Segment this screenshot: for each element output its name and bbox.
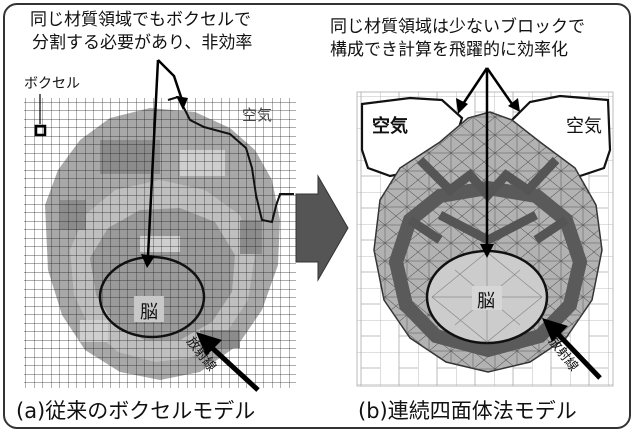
voxel-marker — [34, 124, 47, 137]
voxel-model — [24, 59, 296, 392]
air-profile-left — [167, 95, 294, 224]
brain-label-right: 脳 — [477, 291, 495, 312]
tetra-model — [356, 67, 614, 387]
left-arrowhead-brain — [141, 254, 155, 268]
right-arrowhead-air-right — [508, 98, 520, 112]
right-arrowhead-air-left — [456, 98, 468, 114]
brain-label-bg-right — [472, 286, 502, 310]
left-arrowhead-air — [176, 96, 188, 110]
right-arrowhead-brain — [480, 244, 494, 258]
brain-label-bg-left — [134, 296, 164, 322]
brain-label-left: 脳 — [140, 302, 158, 323]
radiation-arrow-right — [554, 330, 602, 380]
transition-arrow — [295, 174, 349, 282]
right-note-line2: 構成でき計算を飛躍的に効率化 — [330, 40, 568, 60]
tetra-skull-band — [388, 180, 588, 358]
air-label-right-panel-left: 空気 — [372, 116, 408, 137]
caption-right: (b)連続四面体法モデル — [358, 399, 577, 423]
left-note-line2: 分割する必要があり、非効率 — [32, 33, 253, 53]
radiation-arrowhead-right — [542, 318, 568, 342]
voxel-grid-lines — [24, 98, 296, 388]
left-arrow-to-brain — [146, 59, 160, 257]
right-note-line1: 同じ材質領域は少ないブロックで — [330, 17, 585, 37]
air-label-right-panel-right: 空気 — [566, 116, 602, 137]
right-arrow-to-air-right — [485, 67, 514, 105]
caption-left: (a)従来のボクセルモデル — [16, 399, 256, 423]
radiation-arrowhead-left — [196, 332, 222, 356]
air-label-left-panel: 空気 — [242, 106, 273, 124]
radiation-arrow-left — [208, 344, 260, 392]
left-arrow-to-air — [157, 59, 184, 101]
left-note-line1: 同じ材質領域でもボクセルで — [30, 10, 251, 30]
voxel-label: ボクセル — [24, 76, 80, 92]
right-arrow-to-air-left — [461, 67, 489, 105]
